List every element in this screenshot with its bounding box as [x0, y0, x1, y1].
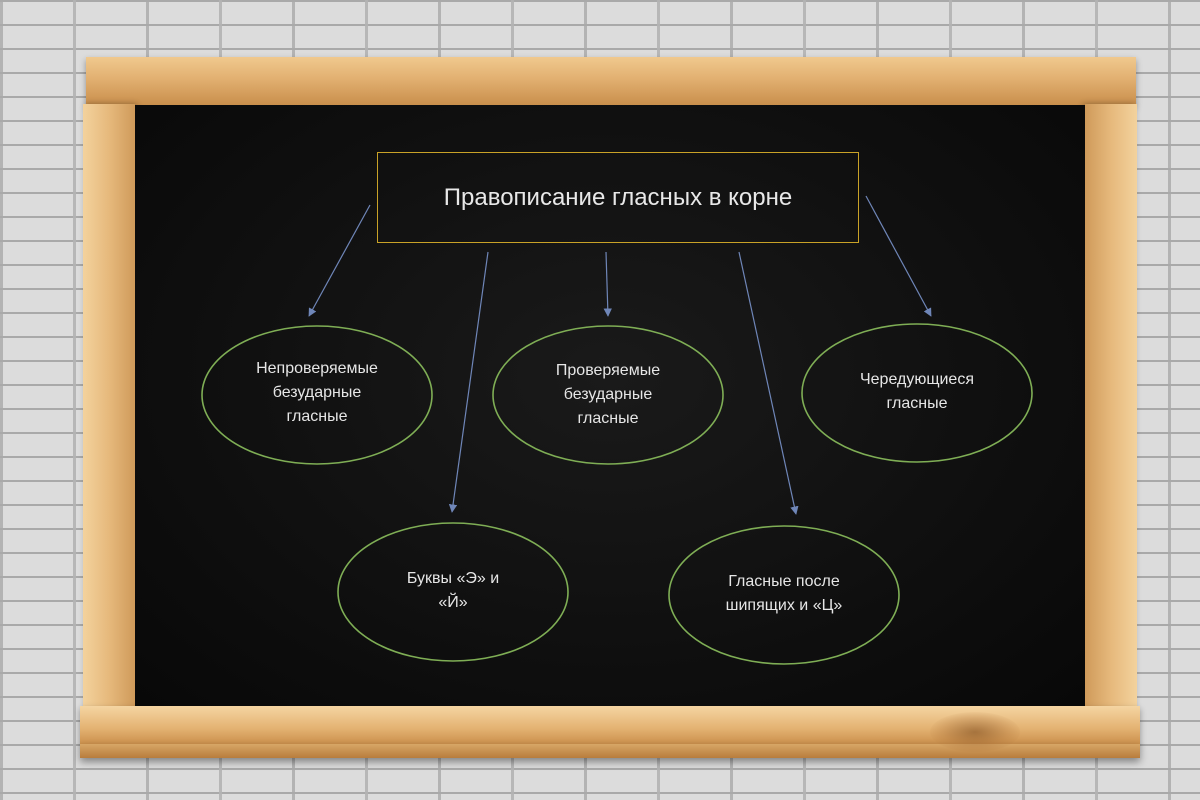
node-line: гласные [577, 410, 639, 427]
arrow-to-after-sibilants [738, 251, 799, 515]
node-line: безударные [272, 384, 362, 401]
diagram-title-text: Правописание гласных в корне [443, 183, 793, 211]
node-line: шипящих и «Ц» [725, 597, 843, 614]
node-letters-e-y-label: Буквы «Э» и «Й» [353, 563, 553, 619]
node-line: гласные [286, 408, 348, 425]
node-after-sibilants-label: Гласные после шипящих и «Ц» [684, 566, 884, 622]
node-line: Проверяемые [555, 362, 661, 379]
node-alternating-shape [801, 323, 1033, 463]
node-line: гласные [886, 395, 948, 412]
node-alternating-label: Чередующиеся гласные [817, 364, 1017, 420]
diagram-title: Правописание гласных в корне [377, 152, 859, 243]
arrow-to-letters-e-y [448, 251, 489, 513]
arrow-to-alternating [865, 195, 932, 317]
frame-top [86, 57, 1136, 105]
node-letters-e-y-shape [337, 522, 569, 662]
node-verifiable-label: Проверяемые безударные гласные [508, 353, 708, 437]
node-line: Буквы «Э» и [406, 570, 500, 587]
node-after-sibilants-shape [668, 525, 900, 665]
wood-knot [930, 712, 1020, 752]
frame-right [1085, 104, 1137, 710]
arrow-to-verifiable [603, 251, 612, 317]
node-line: Чередующиеся [859, 371, 974, 388]
node-unverifiable-label: Непроверяемые безударные гласные [217, 351, 417, 435]
node-verifiable-shape [492, 325, 724, 465]
node-line: Гласные после [728, 573, 840, 590]
frame-left [83, 104, 135, 710]
node-line: Непроверяемые [256, 360, 378, 377]
frame-ledge [80, 744, 1140, 758]
arrow-to-unverifiable [308, 204, 371, 317]
chalkboard [135, 105, 1085, 706]
node-line: «Й» [438, 594, 468, 611]
node-line: безударные [563, 386, 653, 403]
node-unverifiable-shape [201, 325, 433, 465]
